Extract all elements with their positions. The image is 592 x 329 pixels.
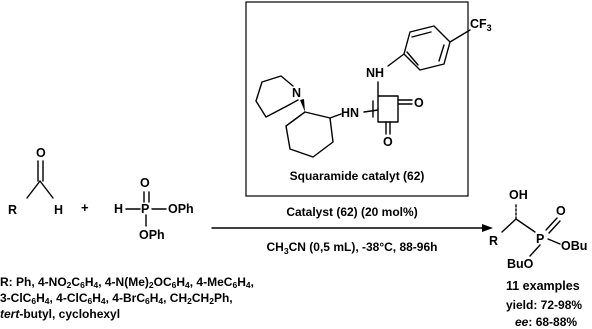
examples-count: 11 examples: [506, 279, 580, 293]
product-p: P: [536, 232, 544, 246]
nh-top-label: NH: [366, 66, 384, 80]
ee-range: ee: 68-88%: [515, 315, 577, 329]
catalyst-caption: Squaramide catalyt (62): [290, 169, 425, 183]
phosphite-oph-bottom: OPh: [139, 228, 165, 242]
product-r: R: [489, 234, 498, 248]
substituent-line-2: 3-ClC6H4, 4-ClC6H4, 4-BrC6H4, CH2CH2Ph,: [0, 291, 233, 306]
cyclohexane-ring: [285, 111, 334, 158]
aldehyde-structure: O R H: [8, 146, 63, 217]
aryl-ring-double-bonds: [406, 31, 445, 66]
product-structure: OH R P O OBu BuO: [489, 188, 587, 271]
cf3-label: CF3: [470, 17, 492, 33]
product-o: O: [556, 204, 566, 218]
product-buo: BuO: [507, 257, 534, 271]
aldehyde-h: H: [54, 203, 63, 217]
phosphite-h: H: [114, 202, 123, 216]
substituent-line-3: tert-butyl, cyclohexyl: [0, 307, 121, 321]
product-oh: OH: [509, 188, 528, 202]
substituent-line-1: R: Ph, 4-NO2C6H4, 4-N(Me)2OC6H4, 4-MeC6H…: [0, 275, 254, 290]
phosphite-o-top: O: [140, 176, 150, 190]
aldehyde-o: O: [36, 146, 46, 160]
wedge-bond: [300, 99, 305, 112]
carbonyl-o-bottom: O: [383, 135, 393, 149]
hn-mid-label: HN: [341, 106, 359, 120]
squaramide-ring: [377, 95, 399, 123]
phosphite-structure: O H P OPh OPh: [114, 176, 194, 242]
conditions-below: CH3CN (0,5 mL), -38°C, 88-96h: [267, 240, 438, 256]
plus-sign: +: [81, 200, 89, 215]
catalyst-structure: CF3 NH O O HN N: [255, 17, 492, 158]
aldehyde-r: R: [8, 203, 17, 217]
yield-range: yield: 72-98%: [506, 298, 582, 312]
piperidine-n-label: N: [292, 86, 301, 100]
phosphite-p: P: [141, 202, 149, 216]
phosphite-oph-right: OPh: [168, 202, 194, 216]
product-obu: OBu: [561, 239, 587, 253]
piperidine-ring: [255, 75, 299, 118]
tert-italic: tert: [0, 307, 20, 321]
catalyst-box: [245, 1, 469, 197]
carbonyl-o-right: O: [414, 96, 424, 110]
conditions-above: Catalyst (62) (20 mol%): [286, 205, 417, 219]
